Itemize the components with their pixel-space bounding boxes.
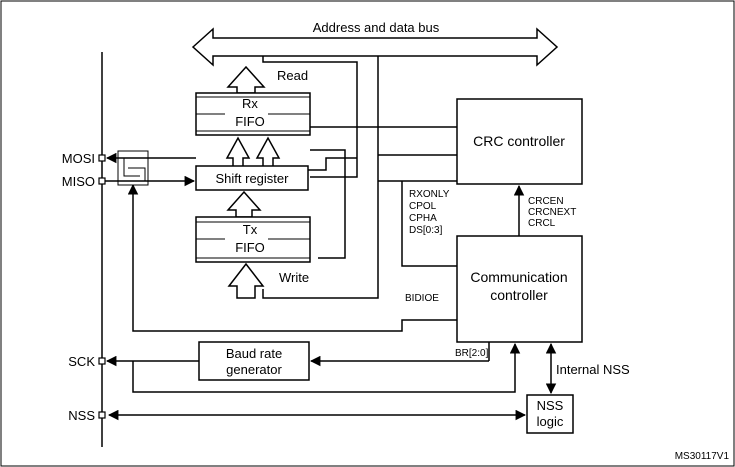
bus-stem-main xyxy=(262,56,379,299)
rx-fifo-line2: FIFO xyxy=(235,114,265,129)
signal-crcnext: CRCNEXT xyxy=(528,207,576,218)
switch-path xyxy=(123,158,140,177)
sck-label: SCK xyxy=(68,354,95,369)
nss-logic-line1: NSS xyxy=(537,398,564,413)
nss-logic-line2: logic xyxy=(537,414,564,429)
shift-register-loop xyxy=(308,157,357,171)
tx-to-shift-arrow xyxy=(226,190,262,218)
signal-rxonly: RXONLY xyxy=(409,189,450,200)
baud-rate-generator xyxy=(198,341,310,381)
communication-controller xyxy=(456,235,583,343)
shift-register xyxy=(195,165,309,191)
sck-feedback-line xyxy=(132,342,521,393)
switch-path-2 xyxy=(128,167,146,181)
signal-cpol: CPOL xyxy=(409,201,437,212)
comm-controller-line2: controller xyxy=(490,287,548,303)
signal-cpha: CPHA xyxy=(409,213,437,224)
bus-stem-read xyxy=(262,56,358,178)
internal-nss-label: Internal NSS xyxy=(556,362,630,377)
tx-fifo: Tx FIFO xyxy=(195,216,311,263)
crc-controller xyxy=(456,98,583,185)
signal-crcen: CRCEN xyxy=(528,196,564,207)
config-signals-line xyxy=(401,181,457,267)
baud-rate-line2: generator xyxy=(226,362,282,377)
signal-br: BR[2:0] xyxy=(455,348,489,359)
shift-register-right-tap xyxy=(310,149,346,259)
crc-controller-label: CRC controller xyxy=(473,133,565,149)
mosi-pin xyxy=(98,154,106,162)
signal-ds: DS[0:3] xyxy=(409,225,443,236)
write-label: Write xyxy=(279,270,309,285)
rx-fifo-line1: Rx xyxy=(242,96,258,111)
read-arrow xyxy=(226,65,266,94)
signal-crcl: CRCL xyxy=(528,218,556,229)
miso-label: MISO xyxy=(62,174,95,189)
shift-register-label: Shift register xyxy=(216,171,290,186)
nss-label: NSS xyxy=(68,408,95,423)
baud-rate-line1: Baud rate xyxy=(226,346,282,361)
tx-fifo-line2: FIFO xyxy=(235,240,265,255)
rx-fifo: Rx FIFO xyxy=(195,92,311,136)
miso-pin xyxy=(98,177,106,185)
comm-controller-line1: Communication xyxy=(470,269,567,285)
sck-pin xyxy=(98,357,106,365)
figure-ref: MS30117V1 xyxy=(675,451,730,462)
address-data-bus-arrow xyxy=(191,27,559,67)
mosi-label: MOSI xyxy=(62,151,95,166)
tx-fifo-line1: Tx xyxy=(243,222,258,237)
nss-logic xyxy=(526,394,574,434)
bus-label: Address and data bus xyxy=(313,20,440,35)
read-label: Read xyxy=(277,68,308,83)
shift-to-rx-arrow-left xyxy=(225,136,251,168)
shift-to-rx-arrow-right xyxy=(255,136,281,168)
bidioe-line xyxy=(127,183,457,332)
nss-pin xyxy=(98,411,106,419)
write-arrow xyxy=(227,262,265,299)
signal-bidioe: BIDIOE xyxy=(405,293,439,304)
